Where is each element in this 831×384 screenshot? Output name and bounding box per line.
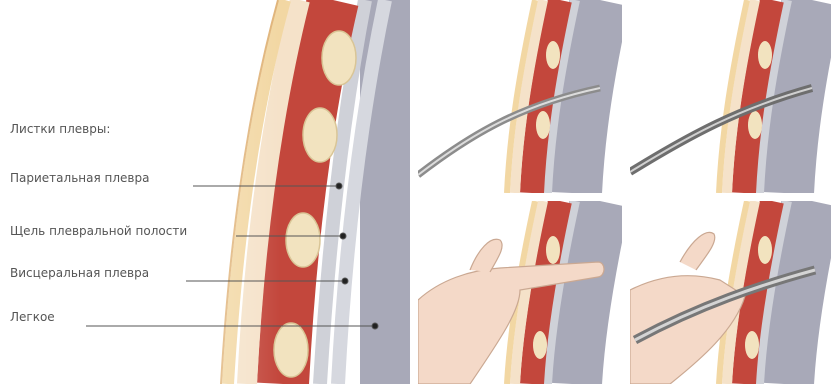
label-pleural-cavity: Щель плевральной полости bbox=[10, 224, 187, 238]
dot-visceral bbox=[342, 278, 348, 284]
dot-cavity bbox=[340, 233, 346, 239]
pleura-sheets-title: Листки плевры: bbox=[10, 122, 110, 136]
panel-2-clamp-penetration bbox=[630, 0, 831, 193]
panel-4-tube-insertion bbox=[630, 201, 831, 384]
label-parietal-pleura: Париетальная плевра bbox=[10, 171, 149, 185]
panel-1-clamp-insertion bbox=[418, 0, 622, 193]
dot-lung bbox=[372, 323, 378, 329]
label-visceral-pleura: Висцеральная плевра bbox=[10, 266, 149, 280]
label-lung: Легкое bbox=[10, 310, 55, 324]
rib-3 bbox=[286, 213, 320, 267]
rib-2 bbox=[303, 108, 337, 162]
dot-parietal bbox=[336, 183, 342, 189]
rib-1 bbox=[322, 31, 356, 85]
panel-3-finger-exploration bbox=[418, 201, 622, 384]
